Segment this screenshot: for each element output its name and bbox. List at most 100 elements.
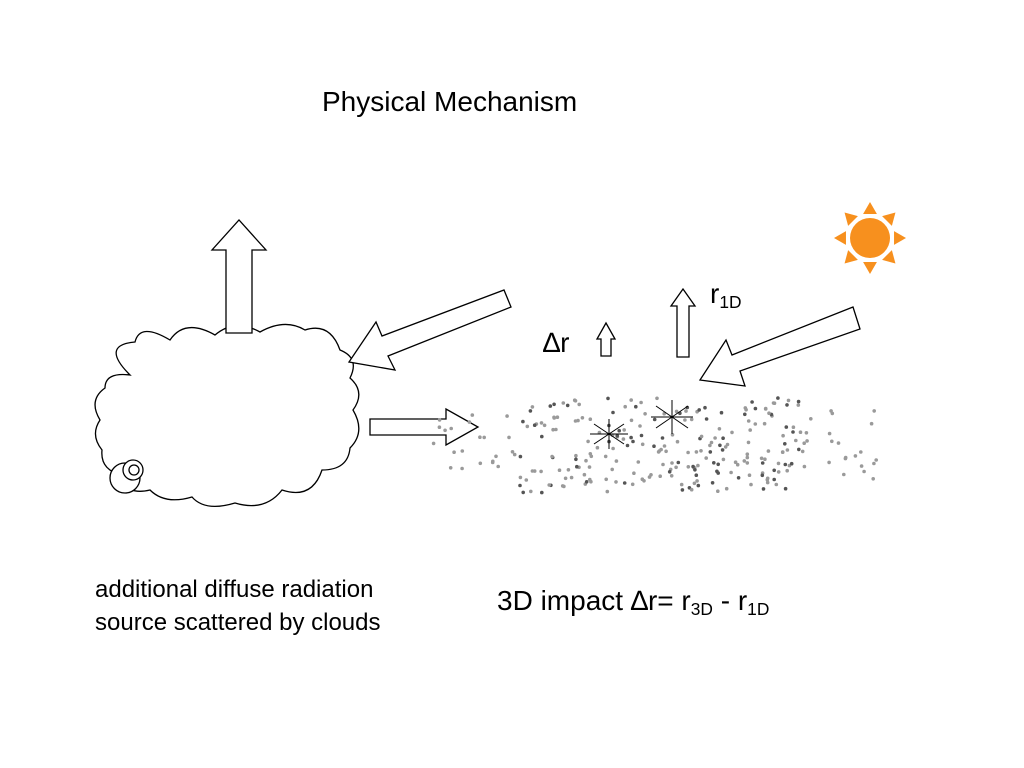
aerosol-particle <box>716 489 720 494</box>
aerosol-particle <box>781 433 785 438</box>
aerosol-particle <box>518 475 523 480</box>
aerosol-particle <box>573 419 578 423</box>
aerosol-particle <box>574 453 578 458</box>
aerosol-particle <box>836 441 841 445</box>
aerosol-particle <box>859 464 864 468</box>
aerosol-particle <box>766 449 771 453</box>
aerosol-particle <box>742 459 747 463</box>
aerosol-particle <box>611 410 615 415</box>
aerosol-particle <box>869 421 874 426</box>
aerosol-particle <box>577 402 581 407</box>
aerosol-particle <box>605 489 610 494</box>
aerosol-particle <box>784 425 789 429</box>
aerosol-particle <box>802 441 806 446</box>
aerosol-particle <box>452 450 456 455</box>
incoming-sun-arrow <box>698 306 861 387</box>
aerosol-particle <box>708 450 713 454</box>
aerosol-particle <box>655 396 659 401</box>
aerosol-particle <box>659 447 663 452</box>
aerosol-particle <box>494 454 498 459</box>
aerosol-particle <box>874 458 878 462</box>
diagram-title: Physical Mechanism <box>322 86 578 117</box>
aerosol-particle <box>853 454 858 458</box>
aerosol-particle <box>524 478 529 482</box>
aerosol-particle <box>780 450 785 455</box>
aerosol-particle <box>694 450 699 454</box>
aerosol-particle <box>589 479 593 484</box>
sun-ray <box>844 250 858 264</box>
aerosol-particle <box>749 482 753 487</box>
aerosol-particle <box>676 460 681 465</box>
aerosol-particle <box>748 428 752 432</box>
aerosol-particle <box>713 436 717 440</box>
aerosol-particle <box>712 461 716 465</box>
aerosol-particle <box>639 433 644 438</box>
aerosol-particle <box>730 430 734 435</box>
aerosol-particle <box>575 464 579 469</box>
r1d-up-arrow <box>669 287 697 358</box>
aerosol-particle <box>617 428 621 433</box>
scattered-right-arrow <box>369 407 480 447</box>
aerosol-particle <box>656 450 661 454</box>
aerosol-particle <box>611 446 615 451</box>
aerosol-particle <box>584 458 588 463</box>
aerosol-particle <box>557 468 562 473</box>
aerosol-particle <box>448 466 453 470</box>
aerosol-particle <box>437 425 442 430</box>
aerosol-particle <box>805 439 809 443</box>
aerosol-particle <box>797 447 801 452</box>
aerosol-particle <box>746 440 751 445</box>
aerosol-particle <box>518 483 522 488</box>
aerosol-particle <box>470 413 475 417</box>
aerosol-particle <box>521 490 525 495</box>
aerosol-particle <box>765 476 770 481</box>
aerosol-particle <box>443 428 447 433</box>
aerosol-particle <box>771 401 776 405</box>
aerosol-particle <box>540 490 544 495</box>
aerosol-particle <box>776 396 780 400</box>
aerosol-particle <box>539 421 544 425</box>
aerosol-particle <box>785 448 790 452</box>
aerosol-particle <box>562 484 566 489</box>
r1d-label: r1D <box>710 278 742 313</box>
aerosol-particle <box>776 470 781 474</box>
aerosol-particle <box>589 454 594 459</box>
aerosol-particle <box>697 408 701 412</box>
aerosol-particle <box>785 403 789 407</box>
aerosol-particle <box>675 439 680 444</box>
aerosol-particle <box>746 419 751 423</box>
aerosol-particle <box>643 412 647 416</box>
aerosol-particle <box>783 462 788 467</box>
aerosol-particle <box>763 407 768 411</box>
aerosol-particle <box>625 443 630 448</box>
aerosol-particle <box>623 404 627 409</box>
aerosol-particle <box>550 454 554 459</box>
aerosol-particle <box>809 417 813 421</box>
aerosol-particle <box>588 417 593 422</box>
aerosol-particle <box>830 411 835 416</box>
aerosol-particle <box>528 409 533 413</box>
sparkle-icon <box>590 400 693 449</box>
aerosol-particle <box>786 398 791 403</box>
aerosol-particle <box>719 410 724 415</box>
delta-r-label: ∆r <box>543 327 570 358</box>
aerosol-particle <box>552 415 556 420</box>
aerosol-particle <box>595 445 600 450</box>
aerosol-particle <box>510 450 515 454</box>
aerosol-particle <box>639 400 643 405</box>
aerosol-particle <box>694 473 699 478</box>
aerosol-particle <box>580 416 585 420</box>
aerosol-particle <box>804 431 809 435</box>
aerosol-particle <box>482 435 487 440</box>
aerosol-particle <box>686 465 691 469</box>
aerosol-particle <box>696 483 701 488</box>
aerosol-particle <box>827 431 832 436</box>
aerosol-particle <box>745 452 750 457</box>
aerosol-particle <box>460 449 465 453</box>
aerosol-particle <box>798 430 803 435</box>
aerosol-particle <box>743 406 748 410</box>
incoming-cloud-arrow <box>347 289 512 371</box>
aerosol-particle <box>478 461 483 466</box>
aerosol-particle <box>794 438 798 443</box>
